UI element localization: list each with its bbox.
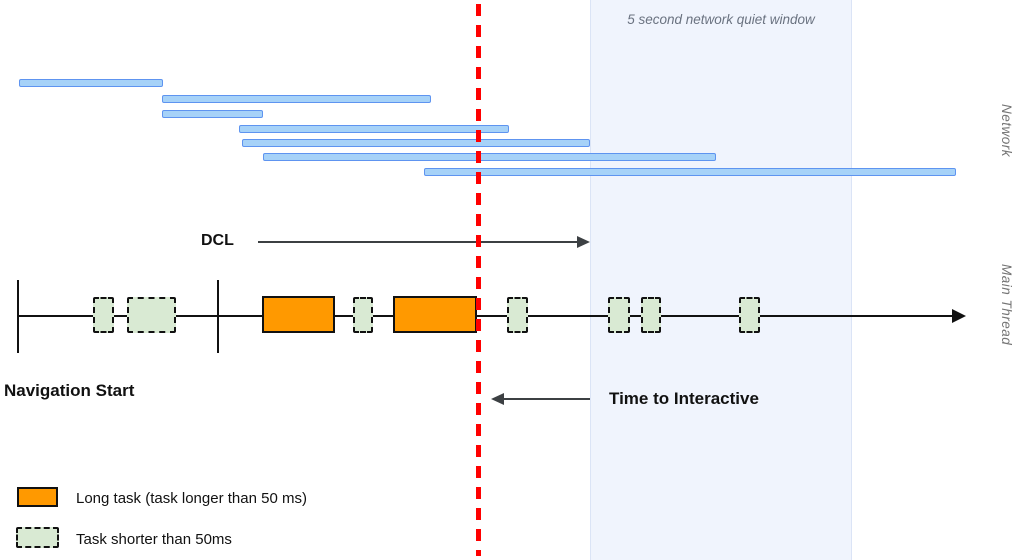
main-thread-line: [17, 315, 952, 317]
short-task-block: [127, 297, 176, 333]
network-request-bar: [162, 110, 263, 118]
legend-long-task-label: Long task (task longer than 50 ms): [76, 490, 307, 507]
main-thread-axis-label: Main Thread: [999, 264, 1014, 346]
short-task-block: [353, 297, 373, 333]
short-task-block: [608, 297, 630, 333]
short-task-block: [507, 297, 528, 333]
short-task-block: [93, 297, 114, 333]
navigation-start-label: Navigation Start: [4, 381, 135, 400]
legend-short-task-swatch: [16, 527, 59, 548]
network-request-bar: [263, 153, 716, 161]
dcl-arrow-line: [258, 241, 577, 243]
long-task-block: [262, 296, 335, 333]
network-request-bar: [242, 139, 590, 147]
main-thread-arrow-head-icon: [952, 309, 966, 323]
short-task-block: [739, 297, 760, 333]
timeline-tick: [217, 280, 219, 353]
legend-long-task-swatch: [17, 487, 58, 507]
network-request-bar: [239, 125, 509, 133]
network-axis-label: Network: [999, 104, 1014, 158]
dcl-label: DCL: [201, 232, 234, 249]
tti-arrow-line: [503, 398, 590, 400]
tti-arrow-head-icon: [491, 393, 504, 405]
legend-short-task-label: Task shorter than 50ms: [76, 531, 232, 548]
network-quiet-window-region: 5 second network quiet window: [590, 0, 852, 560]
network-request-bar: [19, 79, 163, 87]
long-task-block: [393, 296, 477, 333]
network-request-bar: [162, 95, 431, 103]
short-task-block: [641, 297, 661, 333]
timeline-tick: [17, 280, 19, 353]
network-request-bar: [424, 168, 956, 176]
dcl-arrow-head-icon: [577, 236, 590, 248]
tti-marker-line: [476, 4, 481, 556]
time-to-interactive-label: Time to Interactive: [609, 389, 759, 408]
quiet-window-label: 5 second network quiet window: [627, 12, 815, 27]
